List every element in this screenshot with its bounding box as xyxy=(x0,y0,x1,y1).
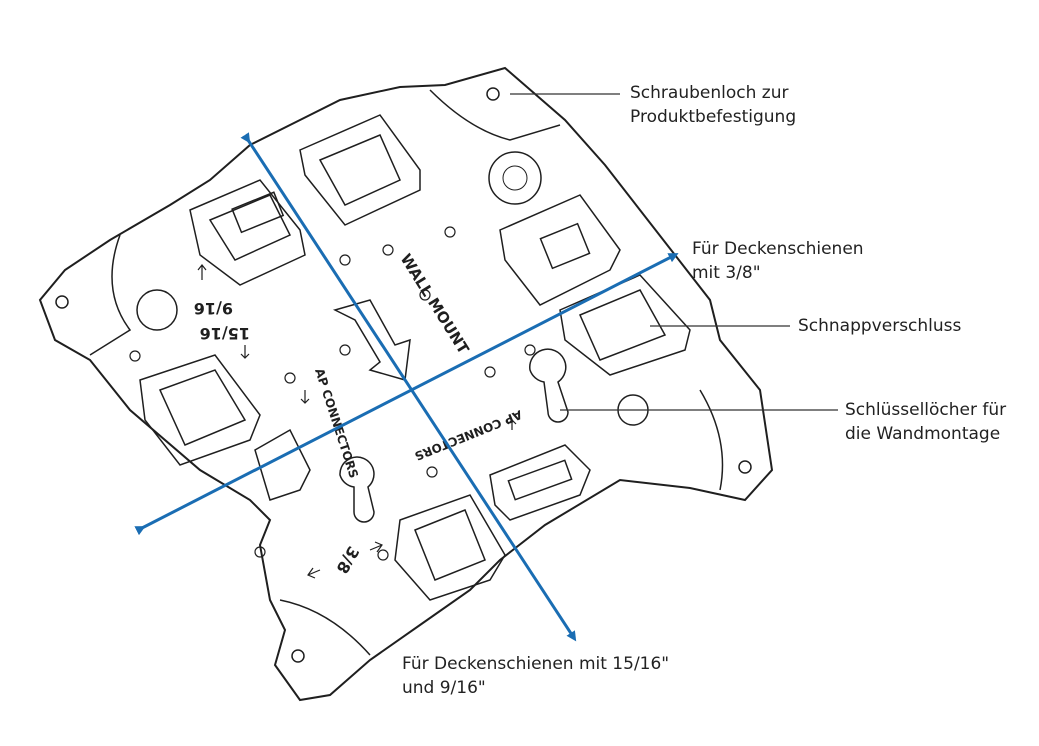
callout-rail-15-16-line1: Für Deckenschienen mit 15/16" xyxy=(402,654,670,674)
callout-snap-lock-line1: Schnappverschluss xyxy=(798,316,962,336)
screw-hole-right xyxy=(738,460,752,474)
leader-lines xyxy=(510,93,838,411)
rail-direction-arrow-3-8 xyxy=(134,253,679,536)
callout-rail-3-8-line2: mit 3/8" xyxy=(692,263,761,283)
fraction-15-16-label: 15/16 xyxy=(200,324,250,343)
callout-keyholes-line1: Schlüssellöcher für xyxy=(845,400,1007,420)
callout-rail-15-16: Für Deckenschienen mit 15/16" und 9/16" xyxy=(402,652,669,700)
fraction-9-16-label: 9/16 xyxy=(194,299,233,318)
callout-screw-hole-line2: Produktbefestigung xyxy=(630,107,797,127)
callout-rail-3-8-line1: Für Deckenschienen xyxy=(692,239,864,259)
callout-rail-3-8: Für Deckenschienen mit 3/8" xyxy=(692,237,864,285)
callout-screw-hole-line1: Schraubenloch zur xyxy=(630,83,789,103)
callout-rail-15-16-line2: und 9/16" xyxy=(402,678,486,698)
screw-hole-top xyxy=(486,87,500,101)
corner-pad-right xyxy=(699,389,724,491)
callout-screw-hole: Schraubenloch zur Produktbefestigung xyxy=(630,81,796,129)
screw-hole-bottom xyxy=(291,649,305,663)
callout-snap-lock: Schnappverschluss xyxy=(798,314,961,338)
callout-keyholes: Schlüssellöcher für die Wandmontage xyxy=(845,398,1006,446)
screw-hole-left xyxy=(55,295,69,309)
corner-pad-left xyxy=(89,234,132,356)
callout-keyholes-line2: die Wandmontage xyxy=(845,424,1001,444)
